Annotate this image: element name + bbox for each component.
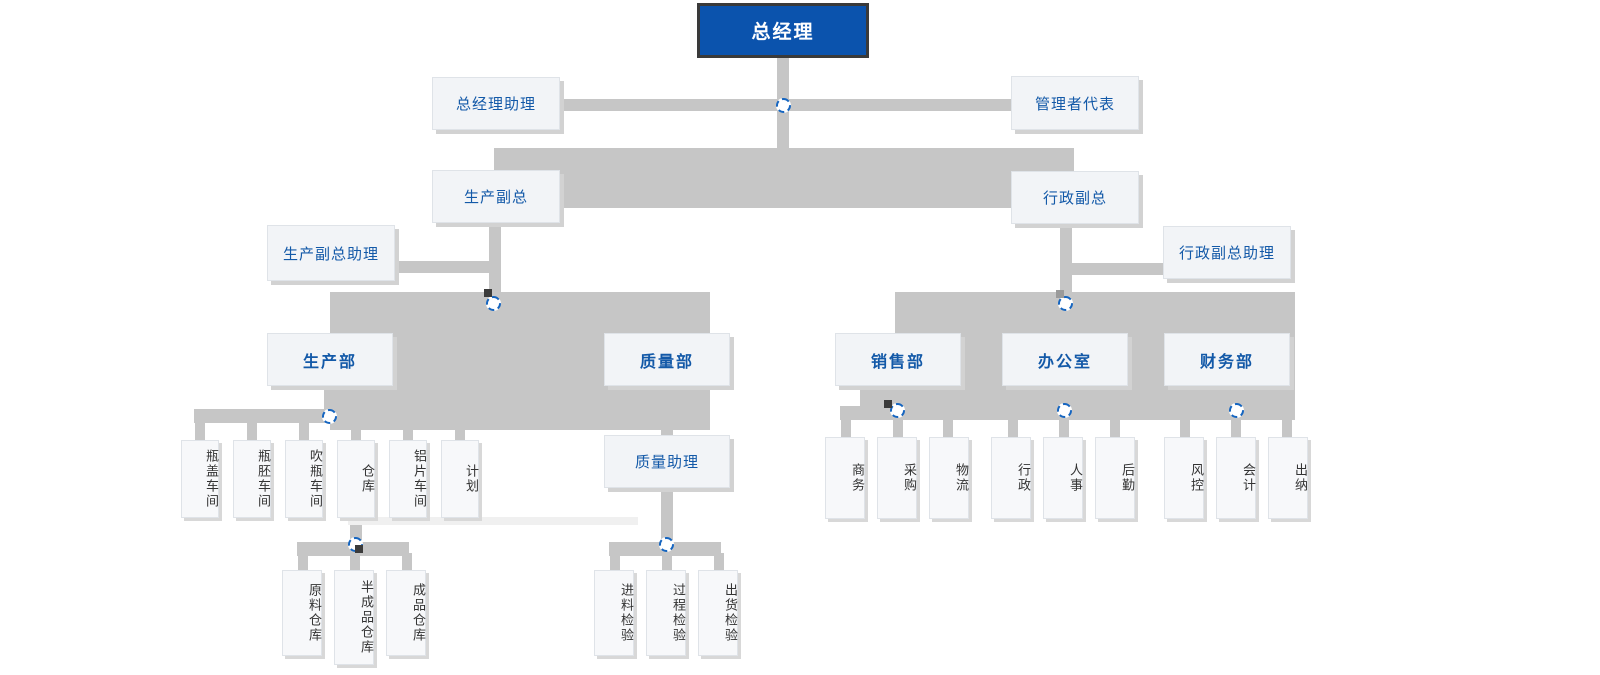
node-office-child[interactable]: 后勤 [1095,437,1135,519]
node-quality-department[interactable]: 质量部 [604,333,730,386]
connector-prod-child-drop [299,420,309,442]
node-warehouse-child[interactable]: 成品仓库 [386,570,426,656]
connector-quality-child-drop [714,553,724,575]
node-quality-assistant[interactable]: 质量助理 [604,435,730,488]
connector-root-to-vp-stem [777,110,789,155]
connector-office-child-drop [1059,417,1069,439]
node-admin-vp-assistant[interactable]: 行政副总助理 [1163,226,1291,279]
selection-handle[interactable] [484,289,492,297]
connector-prod-child-drop [455,420,465,442]
connector-right-dept-block [895,292,1295,340]
junction-dot-root[interactable] [776,98,791,113]
connector-quality-assistant-stem [661,488,673,550]
node-finance-child[interactable]: 风控 [1164,437,1204,519]
node-quality-child[interactable]: 出货检验 [698,570,738,656]
connector-finance-child-drop [1231,417,1241,439]
connector-vp-block [494,148,1074,208]
connector-production-vp-stem [489,222,501,304]
connector-prod-child-drop [195,420,205,442]
connector-warehouse-child-drop [298,553,308,575]
node-sales-child[interactable]: 商务 [825,437,865,519]
node-admin-vp[interactable]: 行政副总 [1011,171,1139,224]
junction-dot-production-dept[interactable] [322,409,337,424]
connector-sales-child-drop [943,417,953,439]
connector-office-child-drop [1110,417,1120,439]
selection-handle[interactable] [884,400,892,408]
node-gm-assistant[interactable]: 总经理助理 [432,77,560,130]
node-office-department[interactable]: 办公室 [1002,333,1128,386]
node-warehouse-child[interactable]: 原料仓库 [282,570,322,656]
selection-handle[interactable] [355,545,363,553]
connector-admin-vp-assistant-rail [1066,263,1164,275]
connector-quality-dept-stem [661,386,673,436]
node-production-child-warehouse[interactable]: 仓库 [337,440,375,518]
node-production-child[interactable]: 吹瓶车间 [285,440,323,518]
connector-office-child-drop [1008,417,1018,439]
connector-root-stem [777,56,789,104]
node-production-child[interactable]: 瓶胚车间 [233,440,271,518]
node-production-vp[interactable]: 生产副总 [432,170,560,223]
node-production-child[interactable]: 瓶盖车间 [181,440,219,518]
node-general-manager[interactable]: 总经理 [697,3,869,58]
connector-prod-child-drop [351,420,361,442]
connector-prod-child-drop [247,420,257,442]
node-management-representative[interactable]: 管理者代表 [1011,76,1139,130]
node-office-child[interactable]: 人事 [1043,437,1083,519]
node-warehouse-child[interactable]: 半成品仓库 [334,570,374,665]
connector-left-dept-block [330,292,710,340]
node-finance-child[interactable]: 会计 [1216,437,1256,519]
junction-dot-production-vp[interactable] [486,296,501,311]
node-production-department[interactable]: 生产部 [267,333,393,386]
connector-finance-child-drop [1180,417,1190,439]
connector-finance-child-drop [1282,417,1292,439]
connector-sales-child-drop [893,417,903,439]
node-finance-child[interactable]: 出纳 [1268,437,1308,519]
selection-handle[interactable] [1056,290,1064,298]
node-production-child[interactable]: 计划 [441,440,479,518]
node-sales-child[interactable]: 采购 [877,437,917,519]
junction-dot-admin-vp[interactable] [1058,296,1073,311]
connector-production-vp-assistant-rail [395,261,495,273]
connector-sales-child-drop [841,417,851,439]
connector-production-children-rail [194,409,480,423]
node-production-child[interactable]: 铝片车间 [389,440,427,518]
node-quality-child[interactable]: 进料检验 [594,570,634,656]
node-production-vp-assistant[interactable]: 生产副总助理 [267,225,395,281]
connector-prod-child-drop [403,420,413,442]
junction-dot-quality-assistant[interactable] [659,537,674,552]
connector-warehouse-child-drop [402,553,412,575]
junction-dot-finance-dept[interactable] [1229,403,1244,418]
node-sales-department[interactable]: 销售部 [835,333,961,386]
connector-quality-child-drop [610,553,620,575]
node-quality-child[interactable]: 过程检验 [646,570,686,656]
connector-warehouse-rail-light [348,517,638,525]
junction-dot-office-dept[interactable] [1057,403,1072,418]
node-office-child[interactable]: 行政 [991,437,1031,519]
connector-quality-child-drop [662,553,672,575]
junction-dot-sales-dept[interactable] [890,403,905,418]
connector-warehouse-child-drop [350,553,360,575]
node-finance-department[interactable]: 财务部 [1164,333,1290,386]
node-sales-child[interactable]: 物流 [929,437,969,519]
